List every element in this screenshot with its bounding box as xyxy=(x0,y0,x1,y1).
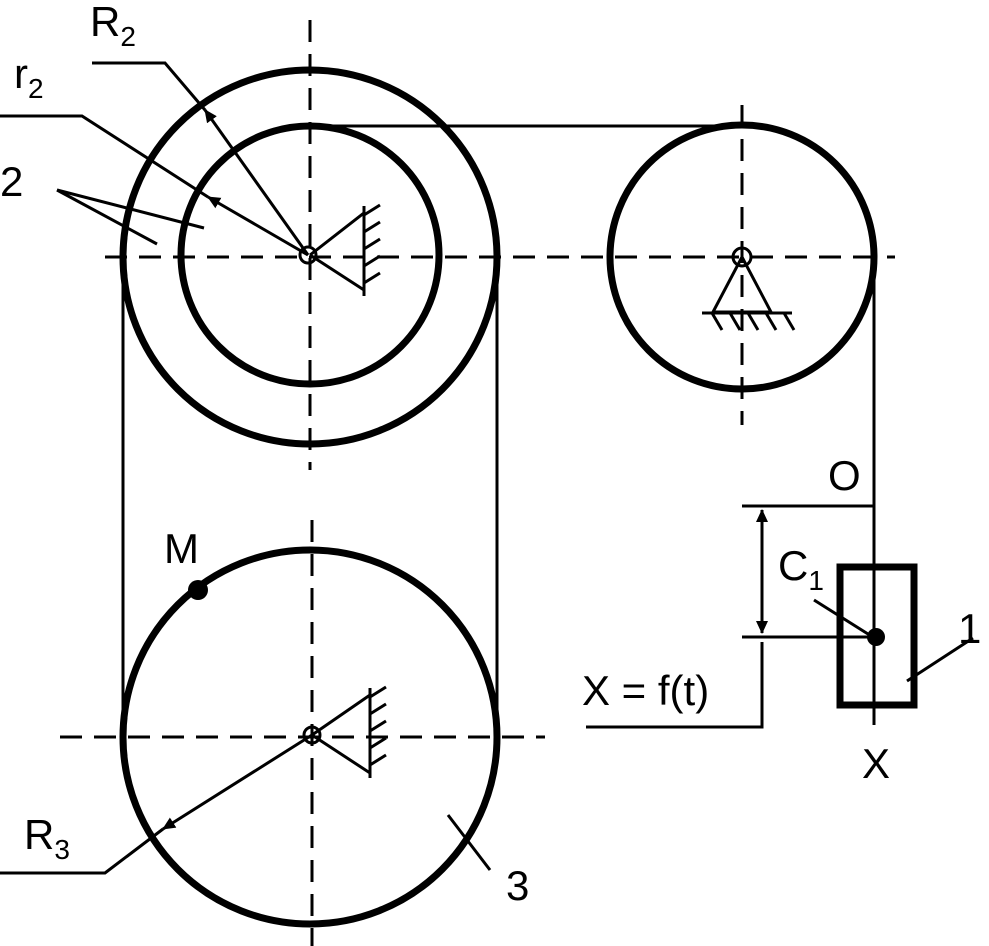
r3-radius-arrow xyxy=(162,733,313,831)
label-body-3: 3 xyxy=(506,862,529,909)
dimension-lines xyxy=(586,504,876,729)
center-lines xyxy=(60,20,895,946)
point-m xyxy=(188,580,208,600)
block-1-center-point xyxy=(867,628,885,646)
label-O: O xyxy=(828,452,861,499)
label-body-2: 2 xyxy=(0,158,23,205)
pulley-3-pivot xyxy=(302,725,322,745)
r-small2-leader xyxy=(0,114,209,199)
label-R2: R2 xyxy=(90,0,136,52)
body2-leader-b xyxy=(56,188,158,246)
label-R3: R3 xyxy=(24,811,70,865)
pulley-2-hatching xyxy=(363,203,381,285)
label-C1: C1 xyxy=(778,542,824,596)
r3-leader xyxy=(0,827,164,875)
label-r2: r2 xyxy=(14,50,44,104)
pulley-2-support xyxy=(309,203,381,296)
labels: R2 r2 2 M R3 3 O C1 1 X = f(t) X xyxy=(0,0,981,909)
pulley-top-right-pivot xyxy=(731,246,753,268)
r2-radius-arrow xyxy=(203,109,310,256)
body3-leader xyxy=(446,814,492,871)
r2-leader xyxy=(92,61,207,111)
r-small2-radius-arrow xyxy=(207,195,309,257)
label-body-1: 1 xyxy=(958,605,981,652)
pulley-top-right-hatching xyxy=(710,312,796,331)
pulley-3-hatching xyxy=(369,685,387,767)
body1-leader xyxy=(906,636,974,683)
radius-arrows xyxy=(162,109,313,831)
c1-leader xyxy=(813,598,869,636)
label-x-axis: X xyxy=(862,740,890,787)
body2-leader-a xyxy=(56,188,205,230)
x-equation-leader xyxy=(586,642,764,729)
pulley-2-support-triangle xyxy=(309,209,366,293)
label-x-equation: X = f(t) xyxy=(582,667,709,714)
pulley-2-pivot xyxy=(298,245,318,265)
belts xyxy=(121,124,876,737)
leader-lines xyxy=(0,61,974,875)
label-M: M xyxy=(164,525,199,572)
